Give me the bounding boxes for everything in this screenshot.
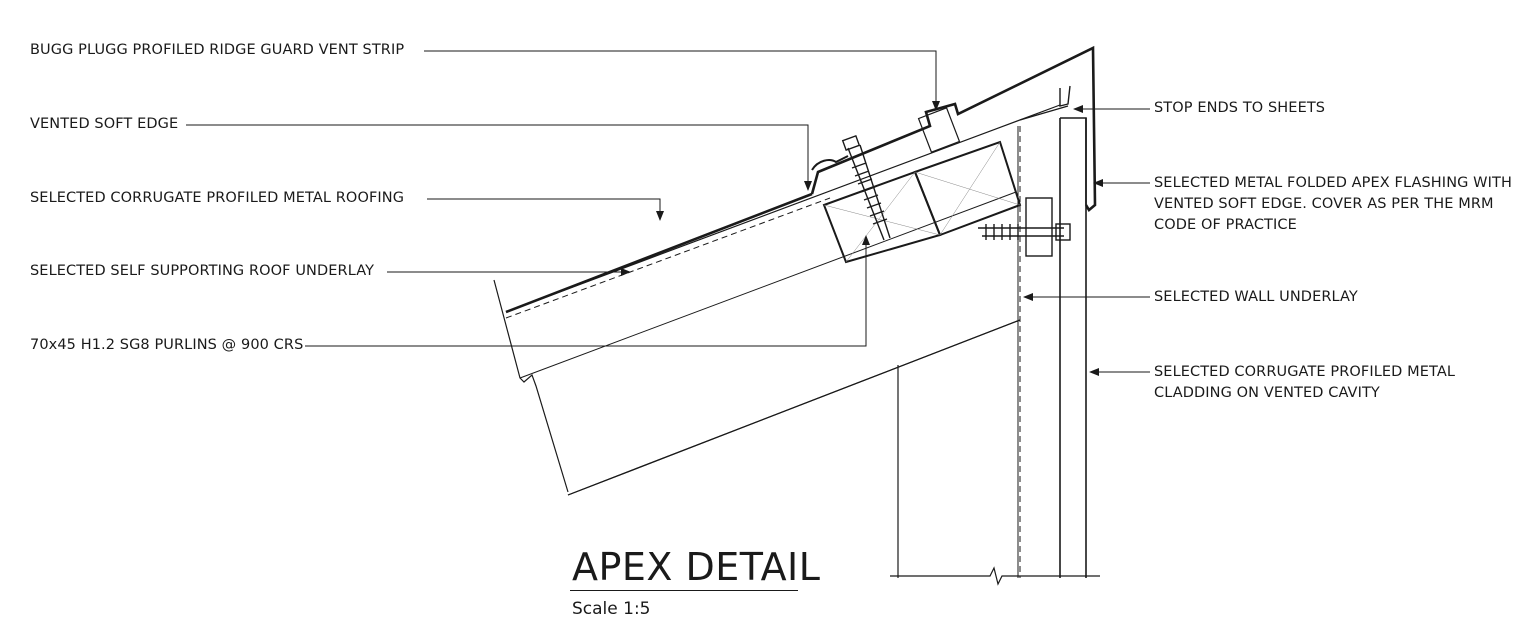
wall-break-line [890, 566, 1100, 586]
roofing-sheet [505, 192, 813, 314]
drawing-title: APEX DETAIL [572, 545, 821, 589]
soft-edge-profile [811, 155, 849, 171]
label-wall-underlay: SELECTED WALL UNDERLAY [1154, 289, 1358, 305]
label-roof-underlay: SELECTED SELF SUPPORTING ROOF UNDERLAY [30, 263, 375, 279]
roof-break-line [493, 279, 569, 493]
label-purlins: 70x45 H1.2 SG8 PURLINS @ 900 CRS [30, 337, 304, 353]
label-cladding-line-2: CLADDING ON VENTED CAVITY [1154, 385, 1380, 401]
title-underline [570, 590, 798, 591]
label-apex-flashing-line-2: VENTED SOFT EDGE. COVER AS PER THE MRM [1154, 196, 1494, 212]
wall-screw [978, 197, 1071, 257]
roof-underlay-dashed [505, 197, 831, 319]
label-roofing: SELECTED CORRUGATE PROFILED METAL ROOFIN… [30, 190, 405, 206]
roof-screw [841, 135, 891, 241]
ridge-vent-strip [917, 107, 961, 153]
label-apex-flashing: SELECTED METAL FOLDED APEX FLASHING WITH… [1154, 173, 1512, 236]
leader-lines [186, 50, 1150, 376]
label-cladding-line-1: SELECTED CORRUGATE PROFILED METAL [1154, 364, 1456, 380]
ceiling-line [519, 191, 1017, 379]
label-soft-edge: VENTED SOFT EDGE [30, 116, 179, 132]
label-ridge-vent: BUGG PLUGG PROFILED RIDGE GUARD VENT STR… [30, 42, 405, 58]
label-apex-flashing-line-3: CODE OF PRACTICE [1154, 217, 1297, 233]
drawing-scale: Scale 1:5 [572, 599, 651, 619]
label-apex-flashing-line-1: SELECTED METAL FOLDED APEX FLASHING WITH [1154, 175, 1512, 191]
label-cladding: SELECTED CORRUGATE PROFILED METAL CLADDI… [1154, 362, 1455, 404]
stop-end [1059, 85, 1071, 107]
rafter-bottom-inner [567, 319, 1021, 496]
label-stop-ends: STOP ENDS TO SHEETS [1154, 100, 1326, 116]
apex-flashing [810, 45, 1097, 212]
